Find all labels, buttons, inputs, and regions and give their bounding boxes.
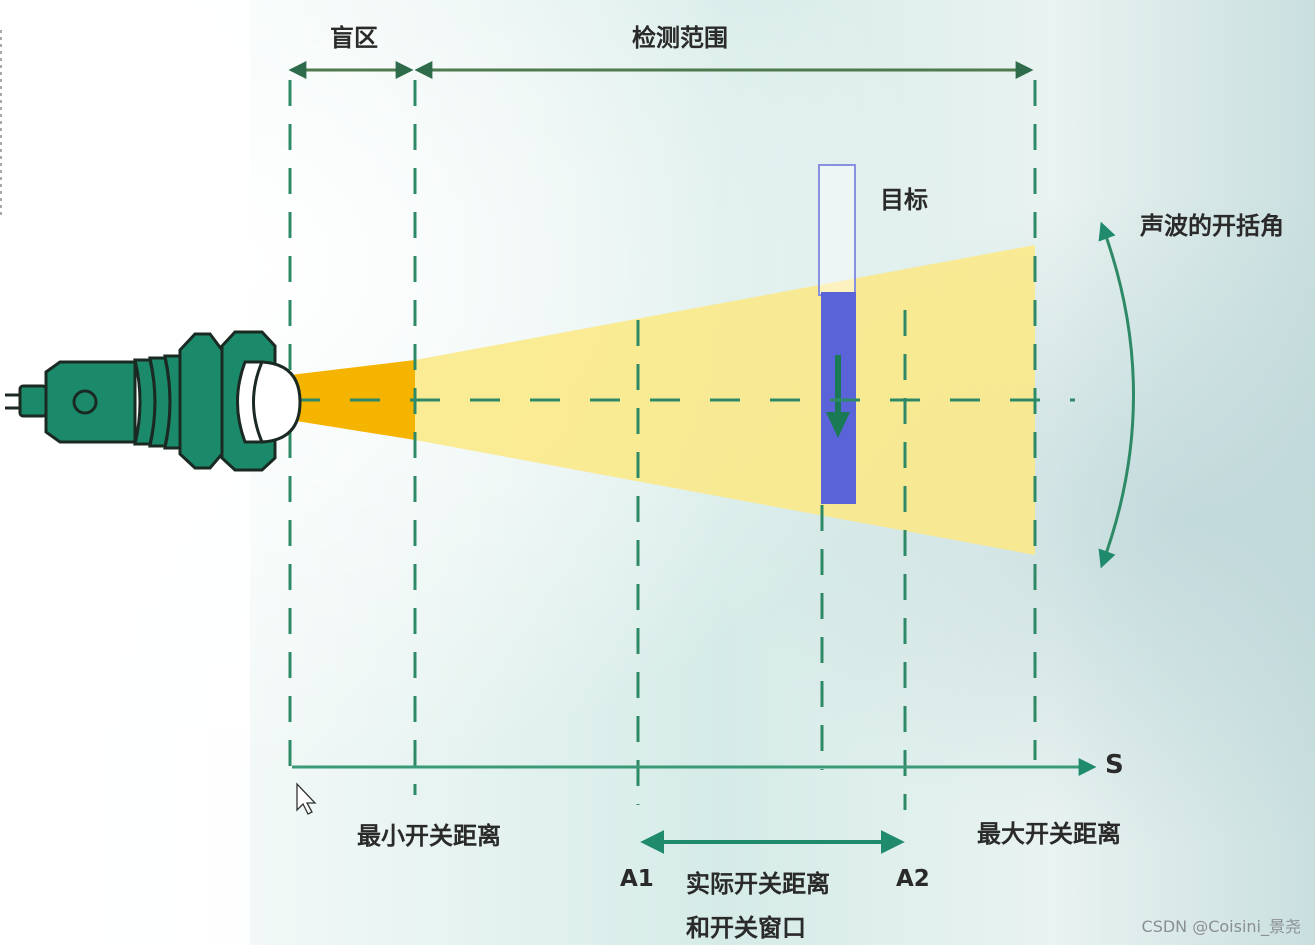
target-outline (818, 164, 856, 296)
blind-zone-label: 盲区 (330, 24, 378, 52)
mouse-pointer-icon (296, 782, 317, 815)
min-switch-distance-label: 最小开关距离 (357, 822, 501, 850)
beam-angle-label: 声波的开括角 (1140, 212, 1284, 240)
beam-angle-arc (1098, 221, 1135, 569)
actual-switch-distance-line1: 实际开关距离 (686, 870, 830, 898)
a1-label: A1 (620, 866, 654, 892)
dotted-edge (0, 30, 2, 215)
watermark: CSDN @Coisini_景尧 (1141, 917, 1301, 936)
ultrasonic-sensor-icon (5, 330, 302, 472)
max-switch-distance-label: 最大开关距离 (977, 820, 1121, 848)
s-axis-label: S (1105, 750, 1124, 780)
actual-switch-distance-line2: 和开关窗口 (686, 914, 806, 942)
target-label: 目标 (880, 186, 928, 214)
a2-label: A2 (896, 866, 930, 892)
detection-range-label: 检测范围 (632, 24, 728, 52)
